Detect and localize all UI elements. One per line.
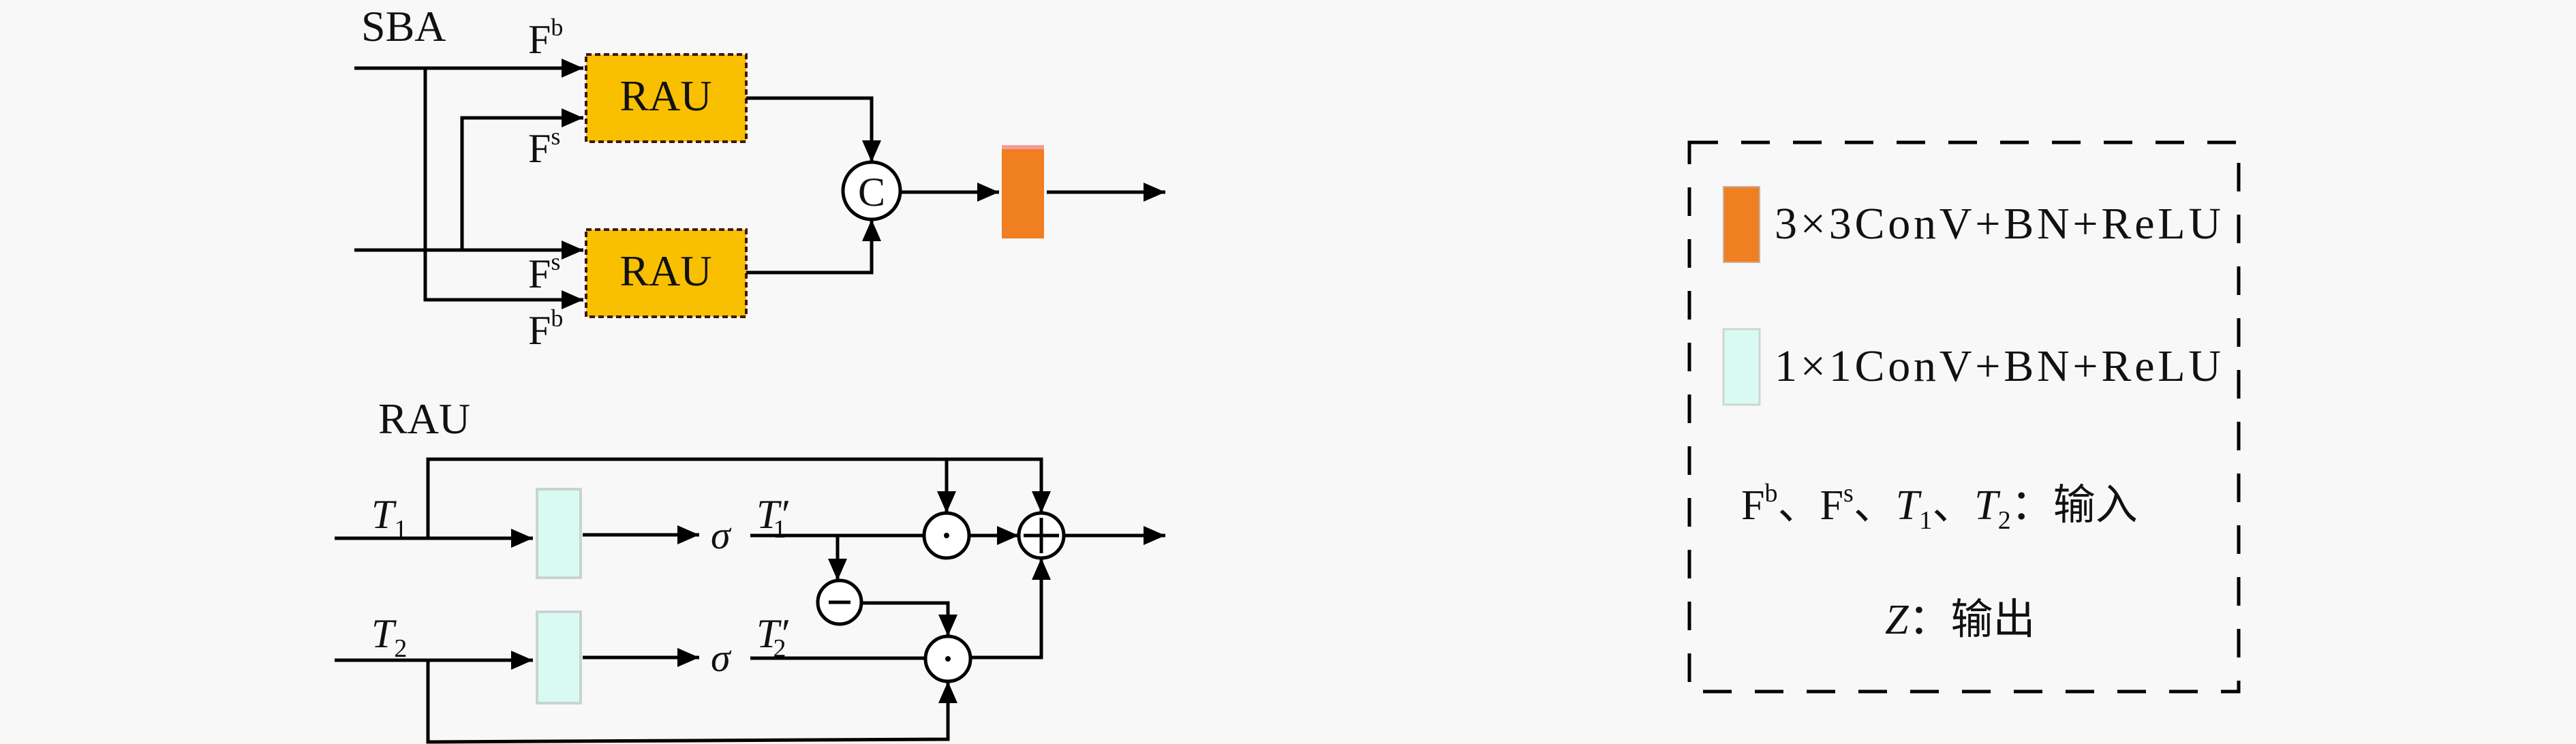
conv3x3-block bbox=[1002, 145, 1044, 238]
rau-bottom-output-arrow bbox=[746, 219, 881, 275]
label-t1-prime: T′1 bbox=[756, 492, 788, 544]
rau-block-bottom-label: RAU bbox=[619, 247, 711, 295]
label-fb-top: Fb bbox=[528, 14, 563, 62]
multiply-dot-top bbox=[944, 533, 949, 538]
label-t1: T1 bbox=[371, 492, 407, 544]
t1-bypass-to-plus bbox=[426, 457, 1051, 538]
rau-block-top bbox=[585, 53, 748, 143]
legend-inputs: Fb、Fs、T1、T2：输入 bbox=[1741, 479, 2138, 535]
multiply-dot-bottom bbox=[945, 656, 951, 662]
legend-conv3-swatch bbox=[1723, 186, 1760, 263]
sigma-t1: σ bbox=[711, 513, 732, 557]
fb-input-arrow-bottom bbox=[423, 68, 583, 309]
dot-bottom-to-plus-arrow bbox=[970, 558, 1051, 660]
label-fs-bottom: Fs bbox=[528, 248, 560, 296]
rau-block-top-label: RAU bbox=[619, 72, 711, 120]
label-t2-prime: T′2 bbox=[756, 611, 788, 663]
conv3x3-block-edge bbox=[1002, 145, 1044, 149]
label-t2: T2 bbox=[371, 611, 407, 663]
legend-conv1-label: 1×1ConV+BN+ReLU bbox=[1775, 341, 2221, 391]
label-fb-bottom: Fb bbox=[528, 305, 563, 353]
t2-bypass-to-dot bbox=[426, 660, 957, 744]
fs-input-arrow-top bbox=[460, 108, 583, 250]
legend-output: Z：输出 bbox=[1885, 597, 2036, 643]
label-fs-top: Fs bbox=[528, 123, 560, 171]
conv1x1-block-t1 bbox=[536, 488, 582, 579]
legend-conv3-label: 3×3ConV+BN+ReLU bbox=[1775, 199, 2221, 249]
sba-title: SBA bbox=[361, 2, 446, 50]
sigma-t2: σ bbox=[711, 636, 732, 680]
rau-title: RAU bbox=[378, 394, 470, 443]
legend-conv1-swatch bbox=[1722, 328, 1761, 406]
minus-to-dot-arrow bbox=[861, 601, 957, 636]
plus-icon bbox=[1024, 518, 1059, 553]
rau-top-output-arrow bbox=[746, 96, 881, 162]
concat-symbol: C bbox=[858, 170, 885, 215]
conv1x1-block-t2 bbox=[536, 610, 582, 704]
legend-box bbox=[1687, 140, 2241, 694]
